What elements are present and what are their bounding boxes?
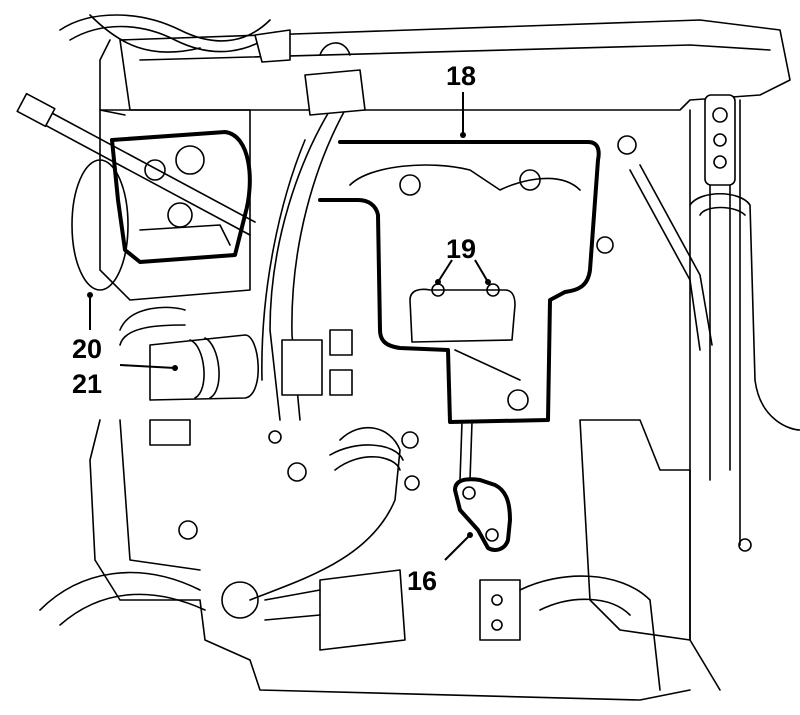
- callout-16: 16: [407, 566, 437, 596]
- engine-block-outline: [39, 14, 800, 701]
- wiring-harness: [254, 29, 366, 421]
- throttle-body: [110, 130, 252, 264]
- bracket-part-16: [453, 421, 512, 552]
- heat-shield-part-19: [409, 283, 529, 411]
- callout-20: 20: [72, 334, 102, 364]
- callout-21: 21: [72, 369, 102, 399]
- dipstick: [16, 92, 256, 236]
- exhaust-manifold-part-18: [318, 135, 637, 424]
- callout-leaders: [87, 92, 491, 561]
- callout-19: 19: [446, 234, 476, 264]
- callout-18: 18: [446, 61, 476, 91]
